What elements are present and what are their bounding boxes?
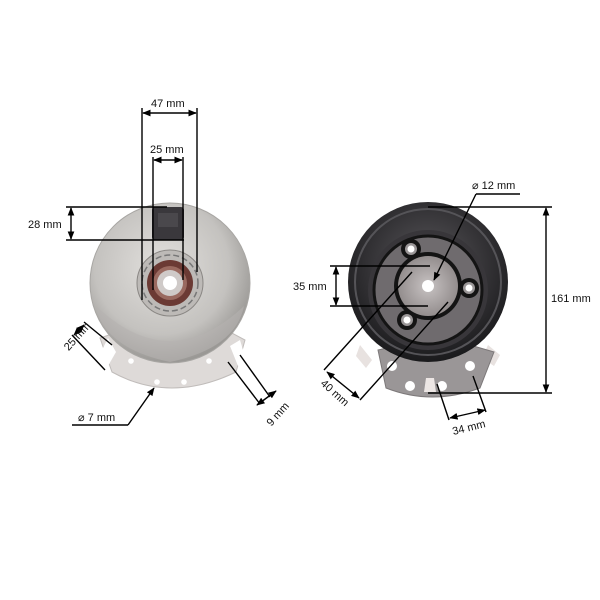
- dim-label-overall-height: 161 mm: [551, 293, 591, 305]
- dim-label-bracket-slot-right: 9 mm: [265, 400, 292, 428]
- dim-label-hub-diagonal: 40 mm: [318, 378, 351, 409]
- front-view: [66, 108, 277, 426]
- dim-label-bracket-slot-width: 25 mm: [62, 320, 93, 353]
- shaft-bore: [163, 276, 177, 290]
- dim-label-connector-height: 28 mm: [28, 219, 62, 231]
- dim-label-overall-width: 47 mm: [151, 98, 185, 110]
- dim-label-bore-diameter: ⌀ 12 mm: [472, 180, 515, 192]
- rear-view: [323, 193, 552, 421]
- bearing: [136, 249, 204, 317]
- dim-label-slot-spacing: 34 mm: [451, 418, 487, 438]
- dim-label-mount-hole: ⌀ 7 mm: [78, 412, 115, 424]
- dim-label-connector-width: 25 mm: [150, 144, 184, 156]
- dim-label-hub-height: 35 mm: [293, 281, 327, 293]
- bore: [422, 280, 434, 292]
